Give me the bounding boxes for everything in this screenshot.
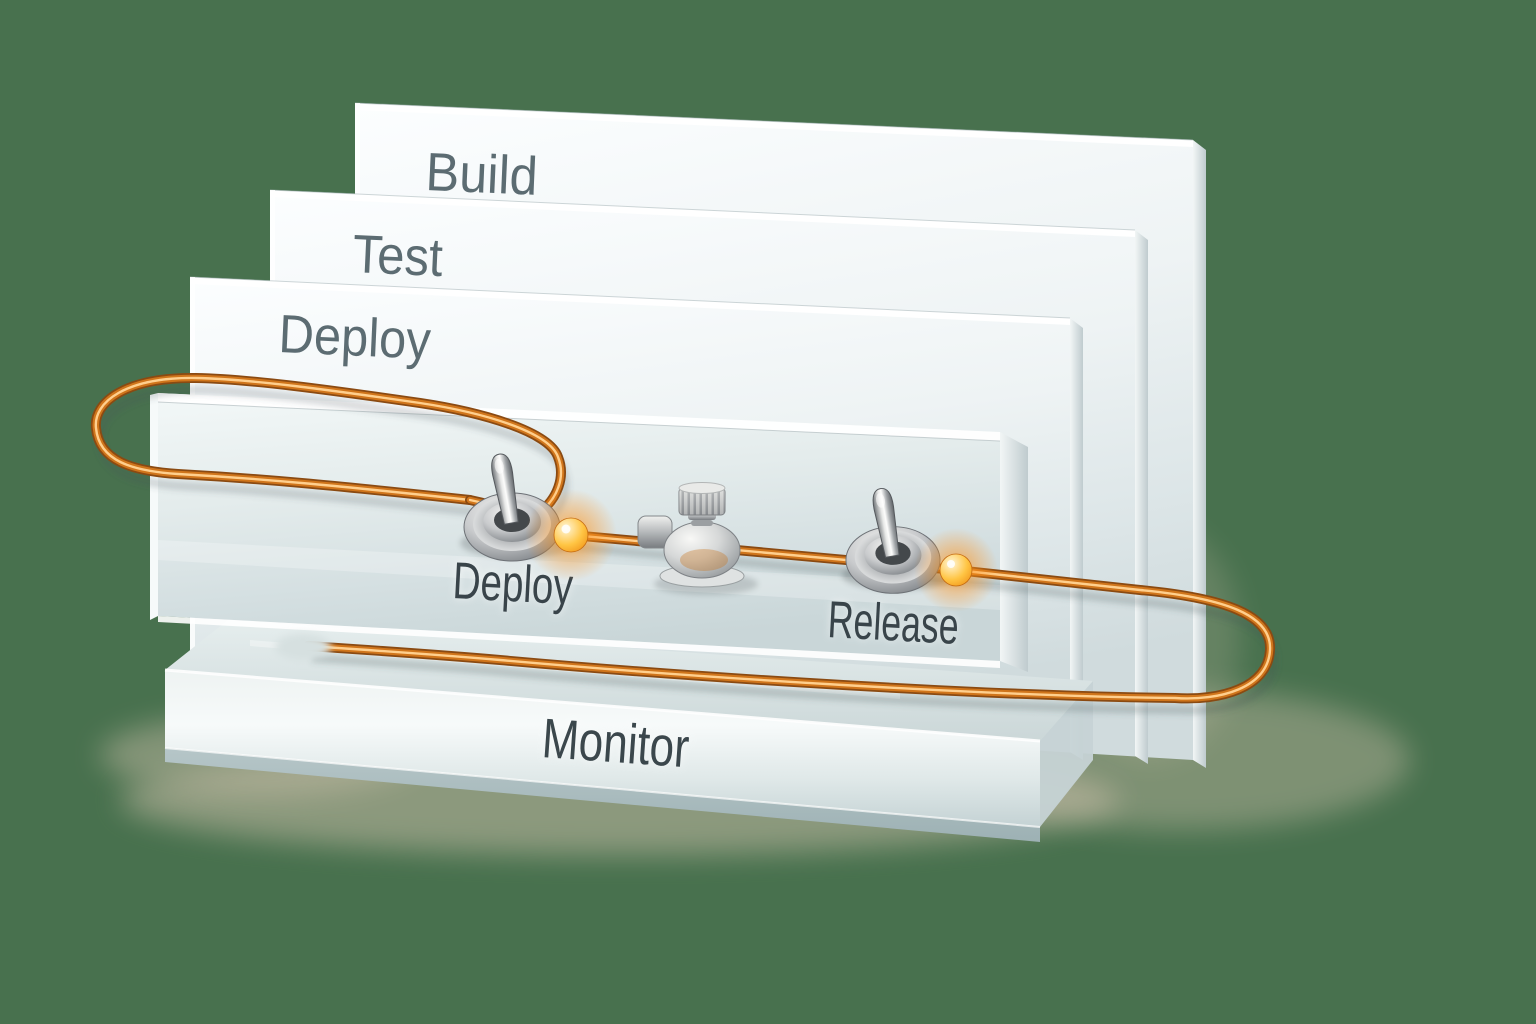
front-panel-side-edge <box>1000 432 1028 672</box>
panel-build-label: Build <box>424 142 539 207</box>
panel-test-side-edge <box>1135 230 1148 764</box>
panel-test-top-bevel <box>270 190 1135 237</box>
front-panel-bottom-bevel <box>158 616 1000 668</box>
led-release-bead <box>939 553 973 587</box>
wire-fade-cover <box>275 634 331 660</box>
front-panel-left-bevel <box>150 393 158 620</box>
base-bottom-bevel <box>165 748 1040 842</box>
valve-copper-reflection <box>680 549 728 571</box>
panel-deploy-top-bevel <box>190 277 1070 325</box>
panel-deploy-side-edge <box>1070 318 1083 760</box>
panel-deploy-label: Deploy <box>277 304 432 371</box>
valve-side-port <box>637 515 673 549</box>
base-monitor-label: Monitor <box>540 706 691 779</box>
base-monitor-label-halo: Monitor <box>540 706 691 779</box>
valve-connector-icon[interactable] <box>637 482 758 596</box>
base-front-face <box>165 670 1040 827</box>
base-right-edge <box>1040 681 1093 827</box>
led-release-icon <box>914 528 998 612</box>
panel-build-side-edge <box>1193 140 1206 768</box>
panel-test-label: Test <box>351 224 444 288</box>
valve-cap-top <box>678 482 726 494</box>
led-deploy-bead <box>553 517 589 553</box>
valve-neck-ring2 <box>691 520 713 526</box>
panel-build-top-bevel <box>355 103 1193 147</box>
led-deploy-icon <box>525 489 617 581</box>
copper-wire <box>96 378 1274 710</box>
